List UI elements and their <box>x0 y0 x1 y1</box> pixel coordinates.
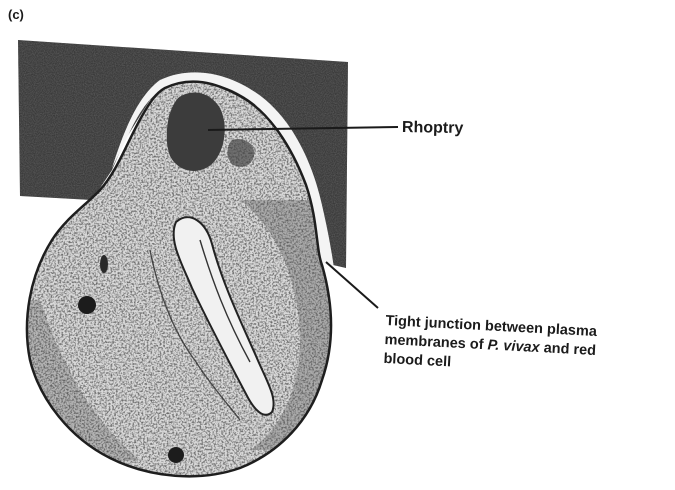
tight-junction-label-line-2-suffix: and red <box>539 340 596 359</box>
dense-granule <box>168 447 184 463</box>
rhoptry-label: Rhoptry <box>402 119 464 138</box>
species-name: P. vivax <box>487 337 540 356</box>
panel-label: (c) <box>8 7 24 22</box>
dense-granule <box>100 255 108 273</box>
junction-leader-line <box>326 262 378 308</box>
dense-granule <box>78 296 96 314</box>
